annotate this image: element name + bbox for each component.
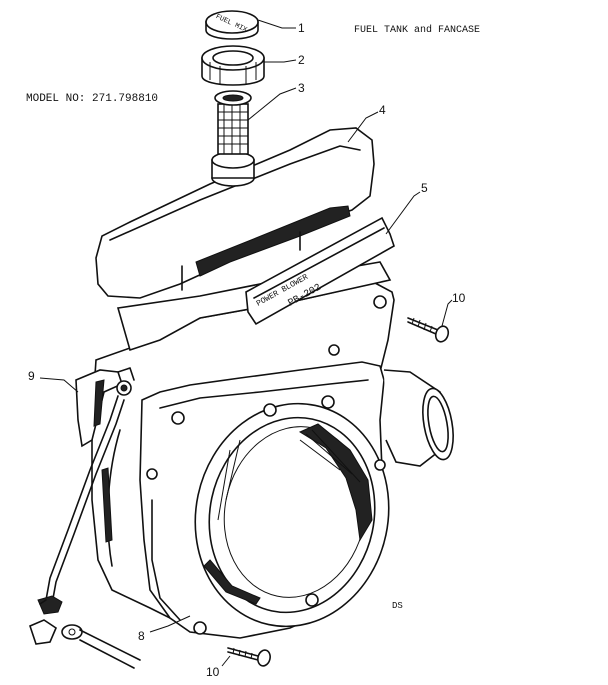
callout-10-upper: 10 — [441, 291, 466, 327]
callout-number: 10 — [206, 665, 220, 679]
callout-3: 3 — [247, 81, 305, 121]
callout-number: 3 — [298, 81, 305, 95]
outlet-duct — [383, 369, 454, 467]
fuel-line-bracket — [75, 367, 135, 448]
callout-number: 2 — [298, 53, 305, 67]
callout-5: 5 — [385, 181, 428, 235]
callout-number: 1 — [298, 21, 305, 35]
callout-2: 2 — [264, 53, 305, 67]
model-number: MODEL NO: 271.798810 — [26, 93, 158, 105]
diagram-title: FUEL TANK and FANCASE — [354, 24, 480, 36]
callout-number: 5 — [421, 181, 428, 195]
callout-number: 4 — [379, 103, 386, 117]
callout-1: 1 — [257, 19, 305, 35]
callout-number: 9 — [28, 369, 35, 383]
screw-upper — [407, 317, 450, 343]
fuel-cap: FUEL MIX — [205, 10, 259, 40]
callout-10-lower: 10 — [206, 655, 231, 679]
callout-number: 10 — [452, 291, 466, 305]
callout-9: 9 — [28, 369, 79, 393]
callout-number: 8 — [138, 629, 145, 643]
fancase — [91, 282, 395, 639]
fuel-strainer — [211, 90, 255, 187]
fuel-line — [29, 395, 141, 669]
screw-lower — [227, 647, 271, 667]
cap-collar — [201, 45, 265, 86]
corner-mark: DS — [392, 601, 403, 611]
callout-8: 8 — [138, 615, 191, 643]
callout-4: 4 — [347, 103, 386, 143]
